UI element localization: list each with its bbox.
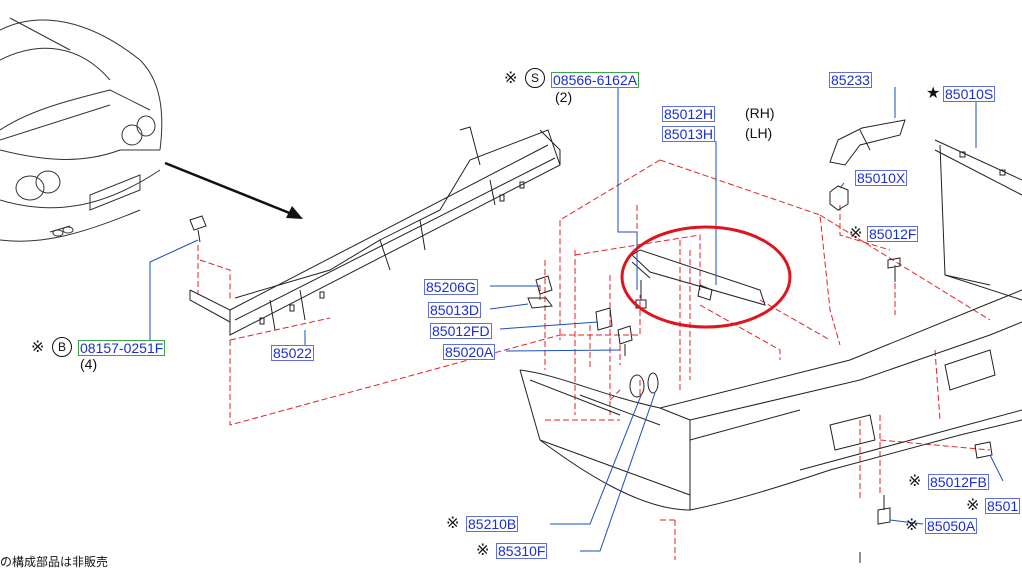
part-link-85012FB[interactable]: 85012FB <box>928 474 989 490</box>
part-link-85013D[interactable]: 85013D <box>428 302 482 318</box>
bolt-08157 <box>189 215 207 243</box>
star-mark: ★ <box>926 85 941 102</box>
side-label-rh: (RH) <box>745 105 775 121</box>
part-link-85233[interactable]: 85233 <box>829 72 872 88</box>
fasteners <box>527 185 993 563</box>
asterisk-mark: ※ <box>446 515 460 532</box>
direction-arrow <box>164 161 303 219</box>
part-link-85206G[interactable]: 85206G <box>424 279 478 295</box>
part-link-85022[interactable]: 85022 <box>271 345 314 361</box>
footnote-text: の構成部品は非販売 <box>0 555 109 569</box>
asterisk-mark: ※ <box>476 542 490 559</box>
highlight-ellipse <box>620 225 792 329</box>
bumper-reinforcement-85022 <box>189 126 561 336</box>
assembly-dash-lines <box>197 159 991 560</box>
part-link-85020A[interactable]: 85020A <box>443 344 496 360</box>
vehicle-rear-illustration <box>0 17 163 242</box>
quantity-label: (4) <box>80 356 98 372</box>
part-link-08157-0251F[interactable]: 08157-0251F <box>78 340 166 356</box>
asterisk-mark: ※ <box>908 473 922 490</box>
part-link-85012H[interactable]: 85012H <box>662 106 716 122</box>
part-link-85012F[interactable]: 85012F <box>867 226 919 242</box>
part-link-85012FD[interactable]: 85012FD <box>430 323 492 339</box>
part-link-85013H[interactable]: 85013H <box>662 126 716 142</box>
circled-symbol-b: B <box>52 337 72 357</box>
part-link-85210B[interactable]: 85210B <box>466 516 519 532</box>
part-link-8501[interactable]: 8501 <box>985 498 1021 514</box>
circled-symbol-s: S <box>525 68 545 88</box>
part-link-85010S[interactable]: 85010S <box>943 86 996 102</box>
asterisk-mark: ※ <box>905 517 919 534</box>
part-link-85050A[interactable]: 85050A <box>925 518 978 534</box>
asterisk-mark: ※ <box>966 497 980 514</box>
asterisk-mark: ※ <box>504 70 518 87</box>
leader-lines <box>149 87 1004 552</box>
part-link-08566-6162A[interactable]: 08566-6162A <box>551 72 640 88</box>
quantity-label: (2) <box>555 89 573 105</box>
asterisk-mark: ※ <box>849 225 863 242</box>
bumper-fascia <box>519 289 1022 511</box>
part-link-85310F[interactable]: 85310F <box>496 543 548 559</box>
side-label-lh: (LH) <box>745 125 773 141</box>
asterisk-mark: ※ <box>31 339 45 356</box>
part-link-85010X[interactable]: 85010X <box>855 170 908 186</box>
bracket-85233 <box>829 119 906 166</box>
side-bracket-85012H <box>631 249 766 309</box>
bumper-retainer-85010S <box>934 139 1022 301</box>
